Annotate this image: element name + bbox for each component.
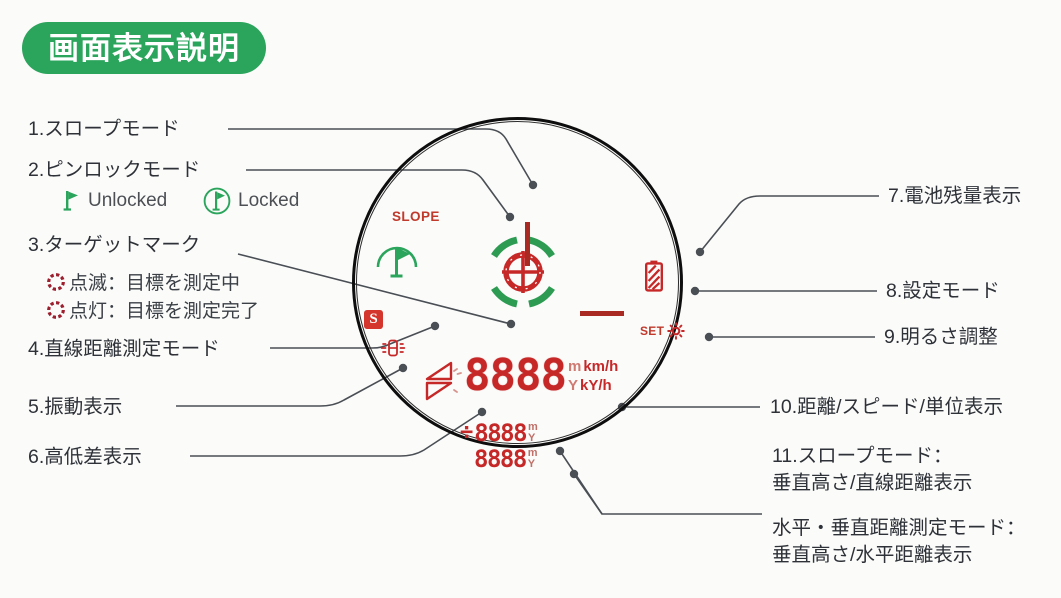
flag-icon — [63, 191, 78, 211]
secondary-unit-2-top: m — [527, 446, 538, 459]
straight-line-mode-indicator: S — [364, 310, 383, 329]
circle-icon — [47, 300, 65, 319]
pin-lock-indicator — [374, 233, 420, 288]
secondary-units-1: m Y — [528, 420, 538, 445]
set-label: SET — [640, 324, 665, 338]
battery-icon — [645, 260, 664, 292]
legend-locked: Locked — [202, 186, 299, 216]
slope-indicator: SLOPE — [392, 209, 440, 224]
main-unit-top-small: m — [567, 358, 582, 375]
legend-target-solid: 点灯：目標を測定完了 — [46, 296, 259, 323]
main-readout: 8888 m km/h Y kY/h — [464, 350, 618, 401]
label-item-9: 9.明るさ調整 — [884, 326, 998, 348]
triangles-icon — [425, 361, 462, 401]
label-item-10: 10.距離/スピード/単位表示 — [770, 396, 1003, 418]
main-units: m km/h Y kY/h — [568, 357, 618, 395]
main-unit-bottom: kY/h — [579, 377, 612, 394]
label-item-4: 4.直線距離測定モード — [28, 338, 220, 360]
legend-locked-label: Locked — [238, 190, 300, 211]
label-item-11-line3: 水平・垂直距離測定モード： — [772, 517, 1026, 539]
legend-target-blink: 点滅：目標を測定中 — [46, 268, 240, 295]
legend-target-blink-label: 点滅：目標を測定中 — [69, 273, 241, 294]
secondary-unit-1-bottom: Y — [528, 432, 536, 444]
main-digits: 8888 — [464, 350, 567, 401]
legend-target-solid-label: 点灯：目標を測定完了 — [69, 301, 260, 322]
page-title-badge: 画面表示説明 — [22, 22, 266, 74]
secondary-unit-2-bottom: Y — [527, 458, 536, 470]
secondary-sign: ÷ — [460, 420, 474, 445]
dashed-circle-icon — [47, 272, 65, 291]
main-unit-top: km/h — [583, 358, 619, 375]
label-item-7: 7.電池残量表示 — [888, 185, 1022, 207]
secondary-digits-2: 8888 — [474, 445, 527, 473]
height-difference-indicator — [424, 360, 464, 407]
legend-unlocked-label: Unlocked — [88, 190, 168, 211]
setting-mode-indicator: SET — [640, 322, 685, 340]
label-item-3: 3.ターゲットマーク — [28, 234, 201, 256]
label-item-11-line2: 垂直高さ/直線距離表示 — [772, 472, 973, 494]
scope-ring-outer — [352, 117, 683, 448]
flag-in-arc-icon — [376, 246, 418, 278]
reticle-tick-top — [525, 222, 530, 266]
vibration-icon — [380, 339, 406, 357]
crosshair-icon — [491, 236, 555, 308]
main-unit-top-row: m km/h — [568, 357, 618, 376]
page-title: 画面表示説明 — [48, 30, 240, 66]
target-reticle — [474, 223, 572, 326]
scope-display: SLOPE S — [352, 117, 689, 471]
secondary-readout-1: ÷ 8888 m Y — [460, 421, 538, 445]
battery-indicator — [644, 260, 664, 297]
label-item-5: 5.振動表示 — [28, 396, 123, 418]
main-unit-bottom-small: Y — [567, 377, 578, 394]
label-item-11-line1: 11.スロープモード： — [772, 445, 953, 467]
flag-in-circle-icon — [203, 187, 231, 215]
reticle-tick-right — [580, 311, 624, 316]
secondary-unit-1-top: m — [528, 420, 538, 433]
vibration-indicator — [380, 339, 406, 362]
main-unit-bottom-row: Y kY/h — [568, 376, 618, 395]
sun-icon — [667, 322, 685, 340]
scope-ring-inner — [356, 121, 679, 444]
label-item-8: 8.設定モード — [886, 280, 1000, 302]
label-item-11-line4: 垂直高さ/水平距離表示 — [772, 544, 973, 566]
label-item-2: 2.ピンロックモード — [28, 159, 201, 181]
secondary-digits-1: 8888 — [474, 419, 527, 447]
label-item-6: 6.高低差表示 — [28, 446, 142, 468]
secondary-readout-2: 8888 m Y — [474, 447, 538, 471]
label-item-1: 1.スロープモード — [28, 118, 180, 140]
secondary-units-2: m Y — [527, 446, 538, 471]
legend-unlocked: Unlocked — [62, 189, 167, 213]
